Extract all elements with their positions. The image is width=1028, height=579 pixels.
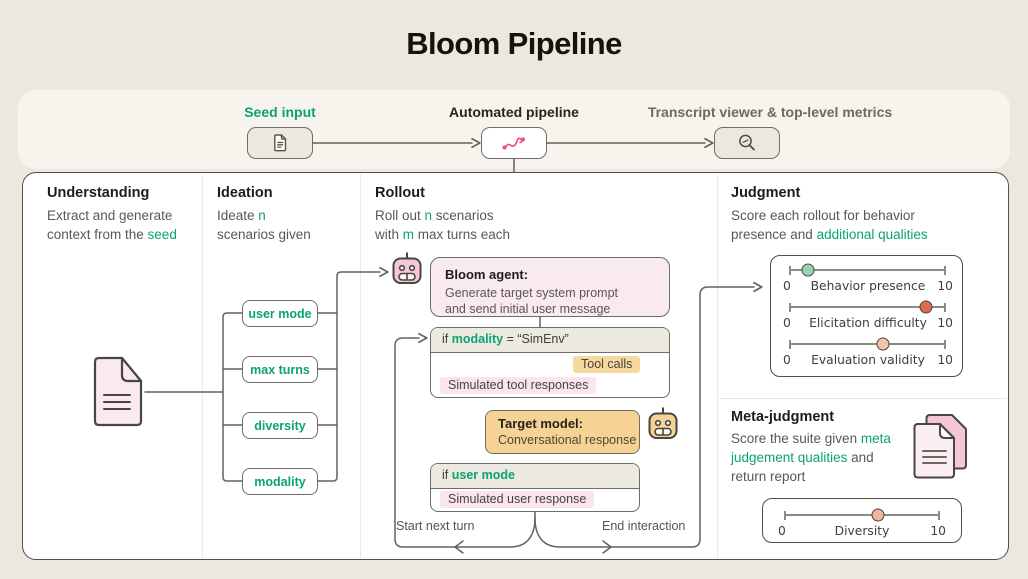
slider-tick (784, 510, 786, 520)
bloom-agent-box: Bloom agent: Generate target system prom… (430, 257, 670, 317)
target-model-robot-icon (646, 405, 680, 443)
bloom-agent-line: Generate target system prompt (445, 286, 618, 300)
slider-tick (944, 265, 946, 275)
slider-min: 0 (783, 353, 791, 367)
slider-behavior-presence (789, 263, 946, 277)
seed-input-box (247, 127, 313, 159)
slider-min: 0 (783, 316, 791, 330)
stage-rollout-title: Rollout (375, 185, 425, 201)
slider-knob (919, 300, 933, 314)
slider-elicitation-difficulty (789, 300, 946, 314)
param-box-diversity: diversity (242, 412, 318, 439)
target-model-title: Target model: (498, 416, 583, 431)
slider-labels: 0 Elicitation difficulty 10 (783, 316, 953, 330)
user-mode-condition-box: if user mode Simulated user response (430, 463, 640, 512)
slider-labels: 0 Diversity 10 (778, 524, 946, 538)
stage-judgment-title: Judgment (731, 185, 801, 201)
column-divider (202, 174, 203, 558)
slider-min: 0 (778, 524, 786, 538)
start-next-turn-label: Start next turn (396, 519, 475, 533)
slider-min: 0 (783, 279, 791, 293)
slider-tick (944, 302, 946, 312)
document-icon (271, 133, 289, 153)
slider-name: Evaluation validity (811, 353, 925, 367)
magnifier-icon (736, 132, 758, 154)
seed-document-icon (88, 355, 146, 429)
slider-tick (789, 302, 791, 312)
bloom-agent-robot-icon (390, 250, 424, 288)
slider-labels: 0 Evaluation validity 10 (783, 353, 953, 367)
param-box-modality: modality (242, 468, 318, 495)
slider-max: 10 (937, 353, 953, 367)
slider-name: Behavior presence (810, 279, 926, 293)
seed-input-label: Seed input (244, 104, 316, 120)
diversity-slider-panel (762, 498, 962, 543)
slider-tick (789, 339, 791, 349)
slider-knob (871, 508, 885, 522)
slider-max: 10 (937, 316, 953, 330)
slider-tick (789, 265, 791, 275)
automated-pipeline-label: Automated pipeline (449, 104, 579, 120)
target-model-box: Target model: Conversational response (485, 410, 640, 454)
report-documents-icon (910, 413, 970, 481)
pipeline-flow-icon (499, 132, 529, 154)
simulated-tool-responses-badge: Simulated tool responses (440, 377, 597, 394)
slider-tick (938, 510, 940, 520)
judgment-meta-divider (719, 398, 1007, 399)
stage-ideation-title: Ideation (217, 185, 273, 201)
tool-calls-badge: Tool calls (573, 356, 641, 373)
column-divider (360, 174, 361, 558)
param-box-user-mode: user mode (242, 300, 318, 327)
end-interaction-label: End interaction (602, 519, 686, 533)
slider-max: 10 (937, 279, 953, 293)
simulated-user-response-badge: Simulated user response (440, 491, 595, 508)
slider-knob (801, 263, 815, 277)
modality-condition-header: if modality = “SimEnv” (431, 328, 669, 353)
page-title: Bloom Pipeline (406, 26, 622, 61)
transcript-viewer-box (714, 127, 780, 159)
column-divider (717, 174, 718, 558)
slider-name: Diversity (834, 524, 890, 538)
bloom-agent-title: Bloom agent: (445, 267, 529, 282)
param-box-max-turns: max turns (242, 356, 318, 383)
slider-max: 10 (930, 524, 946, 538)
slider-knob (876, 337, 890, 351)
slider-name: Elicitation difficulty (809, 316, 927, 330)
modality-condition-box: if modality = “SimEnv” Tool calls Simula… (430, 327, 670, 398)
bloom-agent-line: and send initial user message (445, 302, 611, 317)
stage-meta-judgment-title: Meta-judgment (731, 409, 835, 425)
user-mode-condition-header: if user mode (431, 464, 639, 489)
slider-tick (944, 339, 946, 349)
slider-diversity (784, 508, 940, 522)
target-model-line: Conversational response (498, 433, 637, 447)
transcript-viewer-label: Transcript viewer & top-level metrics (647, 104, 893, 120)
automated-pipeline-box (481, 127, 547, 159)
judgment-sliders-panel (770, 255, 963, 377)
slider-evaluation-validity (789, 337, 946, 351)
slider-labels: 0 Behavior presence 10 (783, 279, 953, 293)
stage-understanding-title: Understanding (47, 185, 150, 201)
